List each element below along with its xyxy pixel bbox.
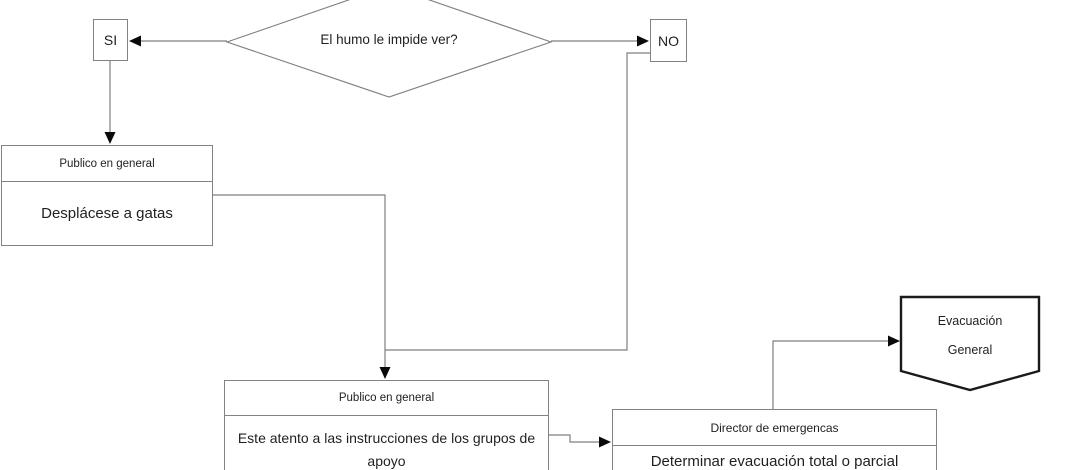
branch-no-label: NO: [658, 32, 679, 49]
terminator-evacuation-shape: [899, 295, 1041, 392]
arrowhead-down-icon: [104, 132, 116, 144]
decision-label: El humo le impide ver?: [320, 32, 458, 47]
terminator-evacuation-line2: General: [947, 343, 993, 357]
connector-determine-to-evacuation: [772, 340, 888, 409]
terminator-evacuation-label: Evacuación General: [903, 313, 1037, 371]
connector-instructions-to-determine: [549, 434, 599, 443]
arrowhead-right-icon: [599, 436, 611, 448]
process-instructions-body: Este atento a las instrucciones de los g…: [237, 430, 536, 469]
arrowhead-right-icon: [637, 35, 649, 47]
process-determine-header: Director de emergencas: [613, 410, 936, 446]
process-crawl-header: Publico en general: [2, 146, 212, 182]
process-instructions-box: Publico en general Este atento a las ins…: [224, 380, 549, 470]
decision-diamond-shape: [225, 0, 553, 98]
process-determine-body: Determinar evacuación total o parcial: [650, 453, 899, 470]
terminator-evacuation-line1: Evacuación: [937, 314, 1003, 328]
process-instructions-header: Publico en general: [225, 381, 548, 416]
branch-yes-label: SI: [103, 32, 118, 48]
connector-crawl-to-instructions: [213, 194, 386, 367]
connector-no-to-instructions: [385, 52, 650, 351]
process-determine-box: Director de emergencas Determinar evacua…: [612, 409, 937, 470]
arrowhead-right-icon: [888, 335, 900, 347]
process-crawl-body: Desplácese a gatas: [41, 205, 173, 222]
branch-yes-box: SI: [93, 19, 128, 61]
arrowhead-left-icon: [129, 35, 141, 47]
process-crawl-box: Publico en general Desplácese a gatas: [1, 145, 213, 246]
branch-no-box: NO: [650, 19, 687, 62]
arrowhead-down-icon: [379, 367, 391, 379]
